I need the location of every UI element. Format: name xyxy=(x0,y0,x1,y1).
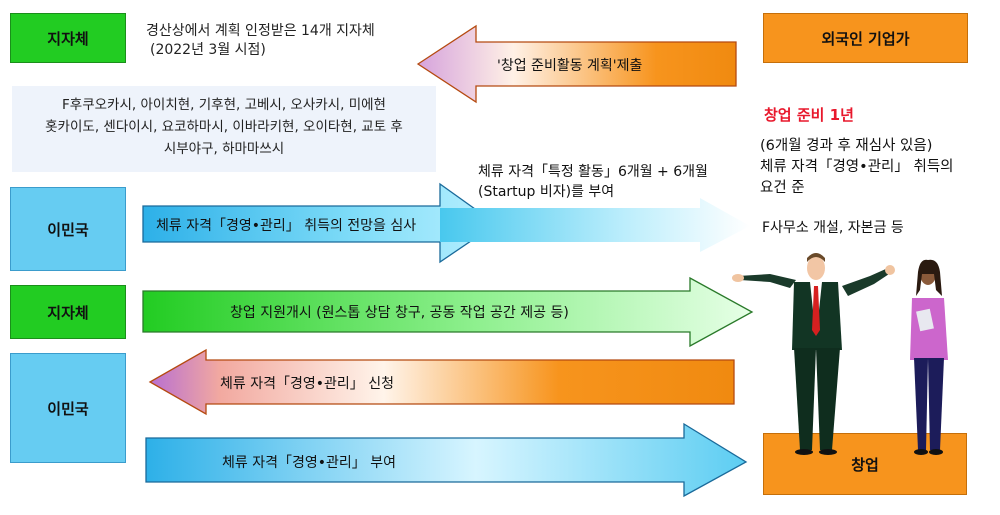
startup-visa-line-1: 체류 자격「특정 활동」6개월 + 6개월 xyxy=(478,164,708,180)
cities-line-2: 홋카이도, 센다이시, 요코하마시, 이바라키현, 오이타현, 교토 후 xyxy=(45,119,403,135)
arrow-submit-plan xyxy=(416,24,737,104)
arrow-label-grant: 체류 자격「경영•관리」 부여 xyxy=(222,455,396,471)
arrow-label-support: 창업 지원개시 (원스톱 상담 창구, 공동 작업 공간 제공 등) xyxy=(230,305,569,321)
immigration-label-2: 이민국 xyxy=(47,399,89,418)
arrow-label-review: 체류 자격「경영•관리」 취득의 전망을 심사 xyxy=(156,218,417,234)
cities-line-3: 시부야구, 하마마쓰시 xyxy=(163,141,285,157)
entrepreneurs-illustration xyxy=(732,253,948,455)
businessman-figure xyxy=(732,253,895,455)
arrow-support xyxy=(142,276,754,348)
local-government-label-2: 지자체 xyxy=(47,303,89,322)
note-line-1: 경산상에서 계획 인정받은 14개 지자체 xyxy=(146,23,375,39)
arrow-grant-startup-visa xyxy=(440,198,750,252)
foreign-entrepreneur-label: 외국인 기업가 xyxy=(821,29,910,48)
startup-label: 창업 xyxy=(851,455,879,474)
immigration-box-1: 이민국 xyxy=(10,187,126,271)
requirements-line-2: 요건 준 xyxy=(760,180,805,196)
cities-line-1: F후쿠오카시, 아이치현, 기후현, 고베시, 오사카시, 미에현 xyxy=(62,97,386,113)
arrow-label-startup-visa: 체류 자격「특정 활동」6개월 + 6개월 (Startup 비자)를 부여 xyxy=(478,162,708,202)
requirements-line-1: 체류 자격「경영•관리」 취득의 xyxy=(760,159,954,175)
requirements-text: (6개월 경과 후 재심사 있음) 체류 자격「경영•관리」 취득의 요건 준 xyxy=(760,136,954,199)
businesswoman-figure xyxy=(910,259,948,455)
local-government-label-1: 지자체 xyxy=(47,29,89,48)
local-government-box-2: 지자체 xyxy=(10,285,126,339)
arrow-apply xyxy=(148,348,735,416)
immigration-box-2: 이민국 xyxy=(10,353,126,463)
office-capital-note: F사무소 개설, 자본금 등 xyxy=(762,220,904,236)
review-note: (6개월 경과 후 재심사 있음) xyxy=(760,138,933,154)
startup-visa-line-2: (Startup 비자)를 부여 xyxy=(478,184,615,200)
preparation-period: 창업 준비 1년 xyxy=(764,106,854,124)
cities-list: F후쿠오카시, 아이치현, 기후현, 고베시, 오사카시, 미에현 홋카이도, … xyxy=(12,86,436,172)
immigration-label-1: 이민국 xyxy=(47,220,89,239)
foreign-entrepreneur-box: 외국인 기업가 xyxy=(763,13,968,63)
arrow-label-submit-plan: '창업 준비활동 계획'제출 xyxy=(497,58,643,74)
note-line-2: (2022년 3월 시점) xyxy=(150,42,266,58)
arrow-label-apply: 체류 자격「경영•관리」 신청 xyxy=(220,376,394,392)
local-government-box-1: 지자체 xyxy=(10,13,126,63)
arrow-review xyxy=(142,182,498,264)
arrow-grant xyxy=(145,422,748,498)
note-text: 경산상에서 계획 인정받은 14개 지자체 (2022년 3월 시점) xyxy=(146,22,375,60)
